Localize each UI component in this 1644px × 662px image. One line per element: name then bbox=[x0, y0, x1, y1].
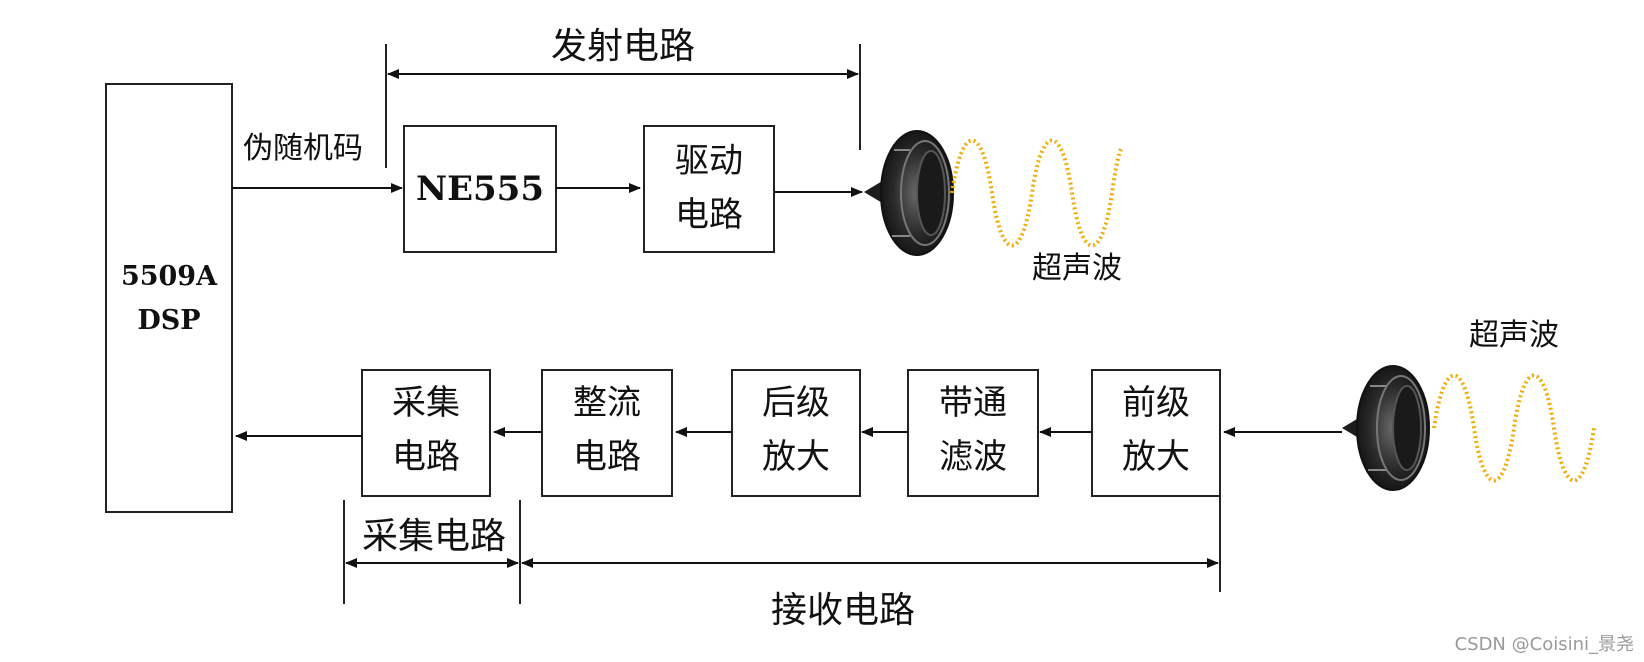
ne555-block bbox=[403, 125, 557, 253]
postamp-label-line2: 放大 bbox=[762, 437, 830, 477]
receive-section-label: 接收电路 bbox=[771, 590, 915, 631]
ultrasonic-transducer-icon bbox=[864, 130, 954, 256]
bandpass-filter-block bbox=[907, 369, 1039, 497]
pseudo-random-code-label: 伪随机码 bbox=[243, 131, 363, 166]
rectifier-label-line1: 整流 bbox=[573, 383, 641, 423]
sine-wave-icon bbox=[950, 138, 1124, 248]
rectifier-block bbox=[541, 369, 673, 497]
bandpass-label-line1: 带通 bbox=[939, 383, 1007, 423]
bandpass-label-line2: 滤波 bbox=[939, 437, 1007, 477]
ne555-label: NE555 bbox=[416, 169, 544, 209]
acquisition-section-label: 采集电路 bbox=[362, 516, 506, 557]
sine-wave-icon bbox=[1432, 373, 1596, 483]
preamp-label-line2: 放大 bbox=[1122, 437, 1190, 477]
transmit-section-label: 发射电路 bbox=[551, 26, 695, 67]
preamp-label-line1: 前级 bbox=[1122, 383, 1190, 423]
dsp-block bbox=[105, 83, 233, 513]
ultrasonic-transducer-icon bbox=[1342, 365, 1430, 491]
dsp-label-line1: 5509A bbox=[121, 261, 218, 292]
dsp-label-line2: DSP bbox=[137, 305, 200, 336]
postamp-block bbox=[731, 369, 861, 497]
postamp-label-line1: 后级 bbox=[762, 383, 830, 423]
driver-circuit-block bbox=[643, 125, 775, 253]
driver-label-line1: 驱动 bbox=[675, 141, 743, 181]
receive-ultrasonic-label: 超声波 bbox=[1469, 318, 1559, 353]
acquisition-label-line1: 采集 bbox=[392, 383, 460, 423]
transmit-ultrasonic-label: 超声波 bbox=[1032, 251, 1122, 286]
rectifier-label-line2: 电路 bbox=[573, 437, 641, 477]
preamp-block bbox=[1091, 369, 1221, 497]
watermark-text: CSDN @Coisini_景尧 bbox=[1455, 634, 1634, 655]
acquisition-block bbox=[361, 369, 491, 497]
acquisition-label-line2: 电路 bbox=[392, 437, 460, 477]
driver-label-line2: 电路 bbox=[675, 195, 743, 235]
